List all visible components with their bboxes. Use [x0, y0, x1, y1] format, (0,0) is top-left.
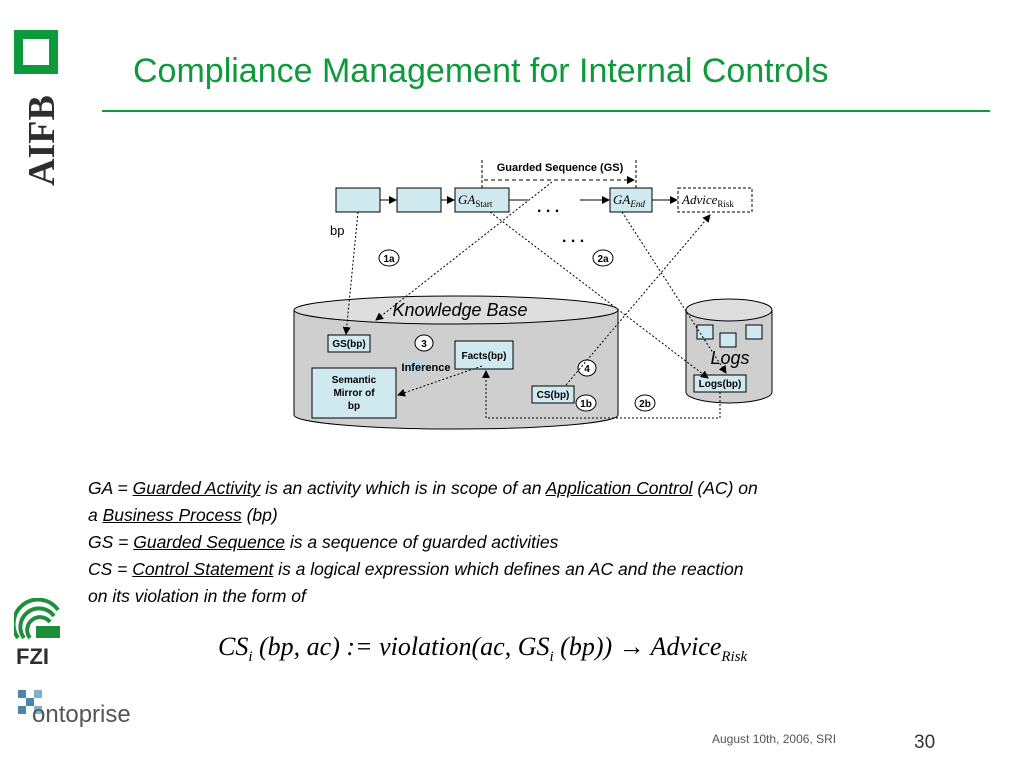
bp-label: bp	[330, 223, 344, 238]
log-entry-box	[719, 332, 737, 348]
cs-bp-box	[531, 385, 575, 404]
title-divider	[102, 110, 990, 112]
marker-1a-label: 1a	[383, 254, 395, 265]
marker-1b-label: 1b	[580, 399, 592, 410]
advice-main: Advice	[681, 192, 718, 207]
semantic-mirror-line2: Mirror of	[333, 388, 375, 399]
def-ga-cont-prefix: a	[88, 505, 103, 525]
formula-sub1: i	[248, 649, 253, 666]
aifb-logo-text: AIFB	[21, 95, 63, 186]
aifb-logo: AIFB	[14, 30, 63, 186]
marker-3: 3	[414, 334, 434, 352]
def-gs-suffix: is a sequence of guarded activities	[285, 532, 559, 552]
def-cs-suffix: is a logical expression which defines an…	[273, 559, 744, 579]
ga-end-box	[609, 187, 653, 213]
ga-start-sub: Start	[475, 199, 492, 209]
facts-bp-box	[454, 340, 514, 370]
inference-gear-icon	[407, 358, 425, 376]
marker-2a: 2a	[592, 249, 614, 267]
page-title: Compliance Management for Internal Contr…	[133, 52, 829, 90]
def-ga-cont-suffix: (bp)	[241, 505, 278, 525]
ontoprise-logo-text: ontoprise	[32, 701, 131, 728]
ga-start-main: GA	[458, 192, 475, 207]
def-cs-prefix: CS =	[88, 559, 133, 579]
ga-end-sub: End	[629, 199, 645, 209]
process-activity-box	[335, 187, 381, 213]
arrow-gastart-to-logs	[489, 211, 709, 379]
formula-part3: (bp)) → Advice	[553, 632, 722, 661]
marker-3-label: 3	[421, 339, 427, 350]
term-guarded-activity: Guarded Activity	[132, 478, 261, 498]
ga-end-main: GA	[613, 192, 630, 207]
facts-bp-label: Facts(bp)	[462, 351, 507, 362]
arrow-cs-to-advice	[565, 214, 711, 386]
definition-ga: GA = Guarded Activity is an activity whi…	[88, 478, 758, 499]
aifb-logo-hole	[23, 39, 49, 65]
cs-bp-label: CS(bp)	[537, 390, 570, 401]
marker-1a: 1a	[378, 249, 400, 267]
marker-1b: 1b	[575, 394, 597, 412]
definition-gs: GS = Guarded Sequence is a sequence of g…	[88, 532, 558, 553]
formula-part2: (bp, ac) := violation(ac, GS	[252, 632, 550, 661]
marker-4-label: 4	[584, 364, 590, 375]
semantic-mirror-box	[311, 367, 397, 419]
def-gs-prefix: GS =	[88, 532, 134, 552]
def-ga-mid: is an activity which is in scope of an	[260, 478, 546, 498]
definition-cs: CS = Control Statement is a logical expr…	[88, 559, 744, 580]
definition-cs-cont: on its violation in the form of	[88, 586, 306, 606]
arrow-facts-to-mirror	[397, 365, 483, 397]
arrow-gs-to-kb	[375, 181, 553, 321]
page-number: 30	[914, 732, 936, 753]
advice-sub: Risk	[717, 199, 734, 209]
formula-part1: CS	[218, 632, 249, 661]
formula-sub2: i	[549, 649, 554, 666]
formula: CSi (bp, ac) := violation(ac, GSi (bp)) …	[218, 632, 747, 666]
marker-2b: 2b	[634, 394, 656, 412]
def-ga-prefix: GA =	[88, 478, 133, 498]
semantic-mirror-line3: bp	[348, 401, 360, 412]
advice-risk-box	[677, 187, 753, 213]
logs-top	[685, 298, 773, 322]
log-entry-box	[696, 324, 714, 340]
ga-start-box	[454, 187, 510, 213]
semantic-mirror-line1: Semantic	[332, 375, 377, 386]
arrow-logs-to-facts	[482, 370, 721, 419]
fzi-emblem-icon	[14, 598, 60, 640]
ontoprise-emblem-icon	[18, 690, 42, 714]
log-entry-box	[745, 324, 763, 340]
gs-bp-label: GS(bp)	[332, 339, 365, 350]
marker-4: 4	[577, 359, 597, 377]
def-ga-suffix: (AC) on	[692, 478, 758, 498]
gs-bp-box	[327, 334, 371, 353]
fzi-logo: FZI	[14, 598, 60, 669]
process-activity-box	[396, 187, 442, 213]
ontoprise-logo: ontoprise	[18, 690, 131, 728]
ga-start-label: GAStart	[458, 192, 493, 209]
ellipsis-upper: . . .	[537, 199, 559, 216]
footer-date: August 10th, 2006, SRI	[712, 732, 837, 746]
advice-label: AdviceRisk	[681, 192, 734, 209]
logs-title: Logs	[710, 348, 749, 368]
ga-end-label: GAEnd	[613, 192, 645, 209]
gs-label: Guarded Sequence (GS)	[497, 162, 624, 174]
fzi-logo-text: FZI	[16, 644, 49, 669]
definition-ga-cont: a Business Process (bp)	[88, 505, 278, 526]
compliance-diagram: Guarded Sequence (GS) GAStart GAEnd Advi…	[293, 160, 773, 430]
inference-label: Inference	[402, 362, 451, 374]
term-guarded-sequence: Guarded Sequence	[133, 532, 286, 552]
term-business-process: Business Process	[102, 505, 242, 525]
knowledge-base-title: Knowledge Base	[392, 300, 527, 320]
marker-2b-label: 2b	[639, 399, 651, 410]
logs-bp-label: Logs(bp)	[699, 379, 742, 390]
marker-2a-label: 2a	[597, 254, 609, 265]
term-application-control: Application Control	[545, 478, 693, 498]
ellipsis-lower: . . .	[562, 229, 584, 246]
term-control-statement: Control Statement	[132, 559, 274, 579]
formula-sub3: Risk	[721, 649, 748, 666]
arrow-bp-to-gs	[342, 211, 359, 335]
